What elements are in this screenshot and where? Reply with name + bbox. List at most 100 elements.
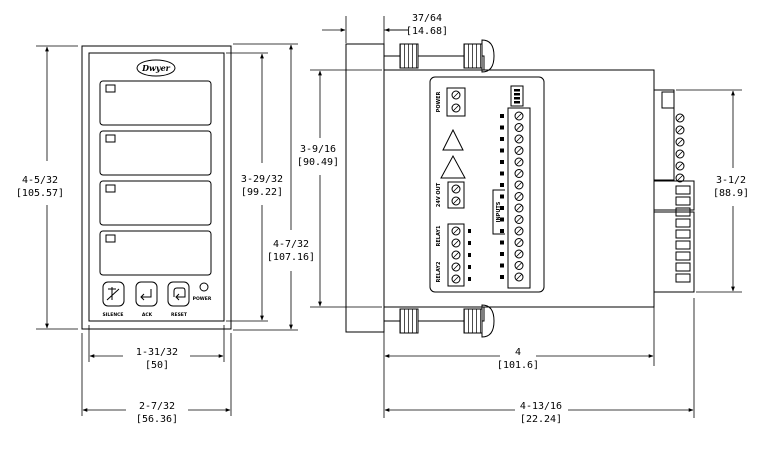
dim-front-height-inner-mm: [99.22]: [241, 187, 283, 198]
rear-plug-pin: [675, 185, 691, 195]
silence-button[interactable]: [102, 281, 125, 307]
relay-terminal-slot: [452, 239, 460, 247]
display-indicator-1: [105, 84, 116, 93]
input-terminal-slot: [515, 112, 523, 120]
front-dimension-lines: [36, 43, 298, 416]
rear-plug-pin: [675, 251, 691, 261]
power-screw-1: [451, 90, 461, 100]
mount-screw-bottom-right: [463, 308, 483, 334]
warning-triangle-1: [442, 128, 464, 151]
relay-terminal-marker: [468, 277, 471, 281]
dim-bezel-depth-mm: [14.68]: [406, 26, 448, 37]
input-terminal-marker: [500, 183, 504, 187]
mount-clip-top: [383, 55, 485, 71]
input-terminal-screw: [514, 272, 524, 282]
rear-terminal-slot: [676, 150, 684, 158]
output-screw-1: [451, 184, 461, 194]
rear-plug-pin: [675, 262, 691, 272]
rear-plug-pin: [675, 218, 691, 228]
dim-front-height-outer-mm: [105.57]: [16, 188, 64, 199]
rear-terminal-slot: [676, 162, 684, 170]
input-terminal-marker: [500, 206, 504, 210]
rear-terminal-slot: [676, 114, 684, 122]
display-window-2: [99, 130, 212, 176]
dip-switch: [510, 85, 524, 107]
dim-depth-frac: 4: [515, 347, 521, 358]
input-terminal-screw: [514, 169, 524, 178]
rear-plug-pin: [675, 240, 691, 250]
input-terminal-block: [507, 107, 531, 289]
relay-terminal-slot: [452, 227, 460, 235]
relay-terminal-marker: [468, 229, 471, 233]
input-terminal-slot: [515, 216, 523, 223]
warning-triangle-2: [440, 154, 466, 179]
dim-depth-mm: [101.6]: [497, 360, 539, 371]
input-terminal-slot: [515, 250, 523, 258]
side-dimension-lines: [310, 16, 742, 418]
dim-side-height-mm: [90.49]: [297, 157, 339, 168]
rear-terminal-screw: [675, 173, 685, 183]
input-terminal-screw: [514, 123, 524, 132]
input-terminal-screw: [514, 180, 524, 190]
reset-button[interactable]: [167, 281, 190, 307]
power-label: POWER: [193, 296, 212, 302]
input-terminal-marker: [500, 114, 504, 118]
dim-overall-depth-frac: 4-13/16: [520, 401, 562, 412]
rear-terminal-screw: [675, 113, 685, 123]
rear-terminal-slot: [676, 138, 684, 146]
input-terminal-marker: [500, 160, 504, 164]
output-screw-2: [451, 196, 461, 206]
output-terminal-block: [447, 181, 465, 209]
dim-bezel-depth-frac: 37/64: [412, 13, 442, 24]
mount-screw-top-left: [399, 43, 419, 69]
label-inputs: INPUTS: [496, 201, 502, 222]
dim-right-height-mm: [88.9]: [713, 188, 749, 199]
dip-switch-lever: [514, 101, 520, 104]
screw-head-top: [481, 39, 495, 73]
display-indicator-4: [105, 234, 116, 243]
relay-terminal-screw: [451, 262, 461, 272]
label-power: POWER: [436, 92, 442, 113]
rear-terminal-screw: [675, 125, 685, 135]
reset-label: RESET: [171, 312, 188, 318]
ack-button[interactable]: [135, 281, 158, 307]
ack-return-icon: [140, 289, 152, 301]
input-terminal-marker: [500, 275, 504, 279]
dim-front-width-inner-mm: [50]: [145, 360, 169, 371]
input-terminal-marker: [500, 229, 504, 233]
label-relay1: RELAY1: [436, 225, 442, 246]
relay-terminal-screw: [451, 238, 461, 248]
input-terminal-screw: [514, 215, 524, 224]
rear-plug-upper: [653, 180, 695, 211]
mount-screw-top-right: [463, 43, 483, 69]
dim-front-width-outer-frac: 2-7/32: [139, 401, 175, 412]
rear-plug-pin: [675, 229, 691, 239]
input-terminal-screw: [514, 238, 524, 247]
input-terminal-marker: [500, 137, 504, 141]
input-terminal-slot: [515, 147, 523, 154]
input-terminal-screw: [514, 226, 524, 236]
input-terminal-screw: [514, 203, 524, 213]
relay-terminal-slot: [452, 275, 460, 283]
front-bezel-outline: [81, 45, 232, 330]
power-screw-slot: [452, 104, 460, 112]
screw-head-bottom: [481, 304, 495, 338]
inputs-bracket: [492, 189, 505, 235]
input-terminal-marker: [500, 125, 504, 130]
dim-overall-height-mm: [107.16]: [267, 252, 315, 263]
display-window-4: [99, 230, 212, 276]
display-indicator-3: [105, 184, 116, 193]
rear-plug-lower: [653, 211, 695, 293]
input-terminal-slot: [515, 170, 523, 177]
rear-terminal-screw: [675, 137, 685, 147]
relay-terminal-screw: [451, 274, 461, 284]
reset-icon: [173, 287, 186, 301]
front-view: Dwyer POWER SILENCE ACK RESET: [81, 45, 232, 330]
input-terminal-marker: [500, 217, 504, 222]
terminal-repeats: [451, 89, 691, 284]
dip-switch-lever: [514, 93, 520, 96]
logo-oval: [136, 59, 176, 77]
label-24v-out: 24V OUT: [436, 182, 442, 207]
dim-front-height-inner-frac: 3-29/32: [241, 174, 283, 185]
